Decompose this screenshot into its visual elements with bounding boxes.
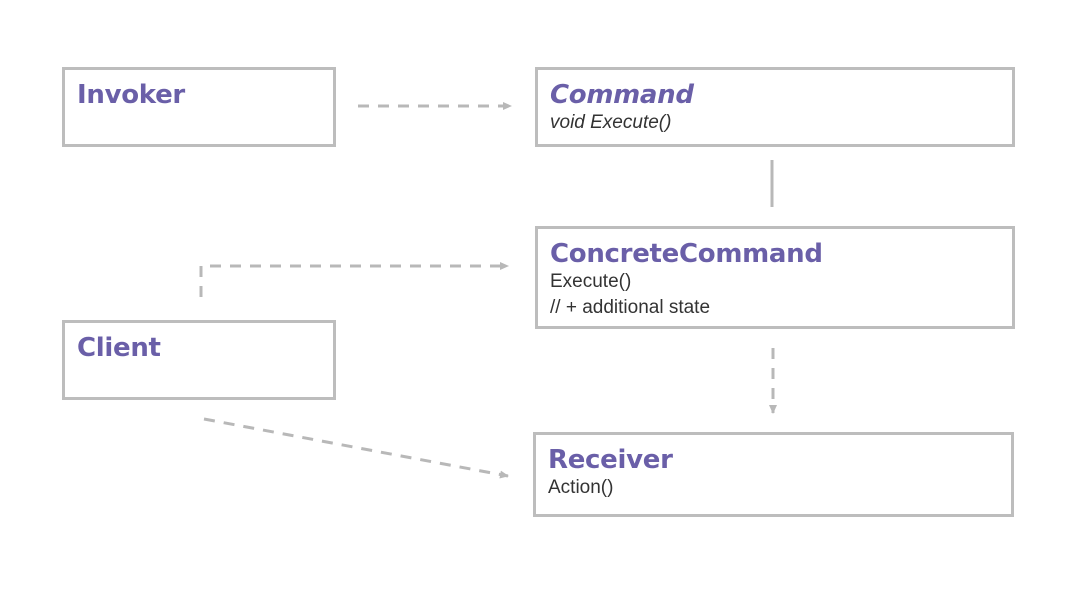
- concrete-command-note: // + additional state: [550, 297, 711, 318]
- client-to-concrete-arrow: [199, 262, 509, 297]
- command-title: Command: [550, 80, 694, 110]
- receiver-method: Action(): [548, 477, 614, 498]
- client-to-receiver-arrow: [203, 417, 509, 479]
- command-class-box: Command void Execute(): [535, 67, 1015, 147]
- concrete-command-method: Execute(): [550, 271, 632, 292]
- concrete-command-class-box: ConcreteCommand Execute() // + additiona…: [535, 226, 1015, 329]
- invoker-class-box: Invoker: [62, 67, 336, 147]
- command-method: void Execute(): [550, 112, 672, 133]
- receiver-class-box: Receiver Action(): [533, 432, 1014, 517]
- client-title: Client: [77, 333, 161, 363]
- concrete-command-title: ConcreteCommand: [550, 239, 823, 269]
- client-class-box: Client: [62, 320, 336, 400]
- receiver-title: Receiver: [548, 445, 673, 475]
- invoker-title: Invoker: [77, 80, 185, 110]
